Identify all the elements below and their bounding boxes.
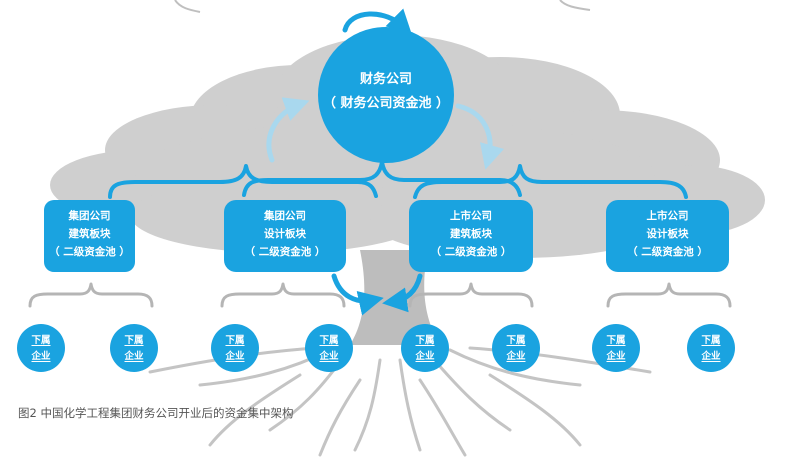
block-3-line2: 建筑板块 [450,228,492,240]
leaf-6-line2: 企业 [506,351,526,362]
block-2-line2: 设计板块 [264,228,306,240]
leaf-node-1 [17,324,65,372]
block-1-line3: （ 二级资金池 ） [49,246,130,258]
arrow-left-up [266,97,310,163]
leaf-3-line1: 下属 [225,335,245,346]
arrow-bottom-right [382,273,423,313]
leaf-node-4 [305,324,353,372]
leaf-5-line1: 下属 [415,335,435,346]
leaf-7-line1: 下属 [606,335,626,346]
brace-gray-2 [220,282,346,308]
leaf-1-line2: 企业 [31,351,51,362]
leaf-6-line1: 下属 [506,335,526,346]
brace-gray-4 [606,282,732,308]
leaf-4-line2: 企业 [319,351,339,362]
block-1-line1: 集团公司 [68,210,111,222]
brace-gray-3 [408,282,534,308]
leaf-1-line1: 下属 [31,335,51,346]
block-node-2 [224,200,346,272]
leaf-node-3 [211,324,259,372]
block-node-4 [606,200,729,272]
leaf-4-line1: 下属 [319,335,339,346]
leaf-5-line2: 企业 [415,351,435,362]
leaf-2-line2: 企业 [124,351,144,362]
arrow-right-down [455,103,505,170]
block-1-line2: 建筑板块 [68,228,111,240]
brace-left [108,164,378,199]
leaf-8-line1: 下属 [701,335,721,346]
brace-gray-1 [28,282,154,308]
block-4-line3: （ 二级资金池 ） [627,246,708,258]
leaf-node-6 [492,324,540,372]
block-node-3 [409,200,533,272]
block-node-1 [44,200,135,272]
leaf-node-2 [110,324,158,372]
root-node [318,27,454,163]
block-3-line1: 上市公司 [450,210,492,222]
leaf-2-line1: 下属 [124,335,144,346]
leaf-node-7 [592,324,640,372]
brace-right [413,164,688,199]
block-3-line3: （ 二级资金池 ） [430,246,512,258]
block-4-line2: 设计板块 [646,228,689,240]
figure-caption: 图2 中国化学工程集团财务公司开业后的资金集中架构 [18,406,294,420]
block-2-line1: 集团公司 [264,210,306,222]
block-2-line3: （ 二级资金池 ） [244,246,326,258]
leaf-node-5 [401,324,449,372]
leaf-7-line2: 企业 [606,351,626,362]
arrow-top-cycle [342,8,413,36]
leaf-node-8 [687,324,735,372]
leaf-8-line2: 企业 [701,351,721,362]
root-label-line1: 财务公司 [359,72,412,87]
root-label-line2: （ 财务公司资金池 ） [322,96,450,111]
arrow-bottom-left [331,273,384,316]
block-4-line1: 上市公司 [646,210,689,222]
leaf-3-line2: 企业 [225,351,245,362]
